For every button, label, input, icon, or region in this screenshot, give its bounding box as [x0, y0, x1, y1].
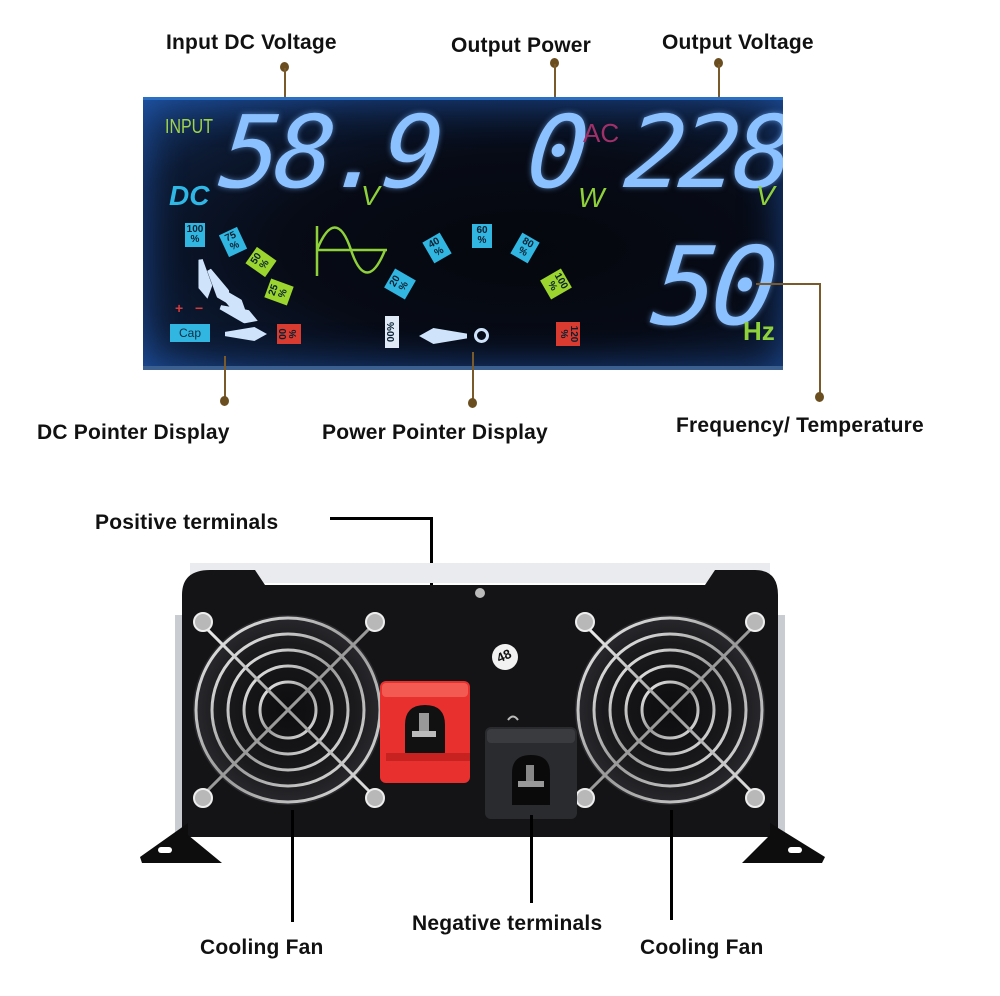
leader-line: [330, 517, 432, 520]
label-output-power: Output Power: [451, 34, 592, 57]
leader-line: [224, 356, 226, 398]
leader-dot: [280, 62, 289, 72]
dc-scale-25: 25%: [264, 278, 294, 306]
label-power-pointer-display: Power Pointer Display: [322, 421, 548, 444]
lcd-input-label: INPUT: [165, 116, 213, 138]
leader-line: [756, 283, 820, 285]
label-positive-terminals: Positive terminals: [95, 511, 279, 534]
lcd-ac-label: AC: [583, 118, 620, 148]
leader-dot: [550, 58, 559, 68]
leader-dot: [815, 392, 824, 402]
power-pointer-pivot: [474, 328, 489, 343]
label-output-voltage: Output Voltage: [662, 31, 814, 54]
leader-dot: [220, 396, 229, 406]
power-scale-100: 100%: [540, 268, 572, 300]
leader-line: [819, 283, 821, 393]
inverter-rear-panel: [140, 563, 825, 863]
label-frequency-temperature: Frequency/ Temperature: [676, 414, 924, 437]
sine-wave-icon: [315, 226, 387, 276]
label-cooling-fan-right: Cooling Fan: [640, 936, 764, 959]
input-voltage-readout: 58.9: [214, 97, 445, 211]
power-pointer-needle: [419, 328, 467, 344]
dc-scale-00: 00%: [277, 324, 301, 344]
positive-terminal: [380, 681, 470, 783]
leader-line: [554, 64, 556, 104]
label-input-dc-voltage: Input DC Voltage: [166, 31, 337, 54]
power-scale-120: 120%: [556, 322, 580, 346]
leader-line: [530, 815, 533, 903]
label-cooling-fan-left: Cooling Fan: [200, 936, 324, 959]
input-voltage-unit: V: [361, 180, 380, 211]
negative-terminal: [485, 715, 577, 819]
leader-line: [472, 352, 474, 400]
power-scale-60: 60%: [472, 224, 492, 248]
dc-scale-75: 75%: [218, 226, 248, 258]
cooling-fan-left: [193, 612, 385, 808]
lcd-dc-label: DC: [169, 180, 210, 211]
battery-label: Cap: [178, 326, 201, 340]
dc-scale-50: 50%: [245, 246, 277, 278]
label-dc-pointer-display: DC Pointer Display: [37, 421, 230, 444]
dc-pointer-needle: [225, 327, 267, 341]
leader-dot: [468, 398, 477, 408]
battery-icon: Cap: [170, 324, 210, 342]
dc-scale-100: 100%: [185, 223, 205, 247]
output-voltage-unit: V: [756, 180, 775, 211]
battery-minus-sign: −: [195, 300, 204, 316]
leader-line: [291, 810, 294, 922]
frequency-unit: Hz: [743, 316, 775, 346]
battery-plus-sign: +: [175, 300, 184, 316]
output-power-unit: W: [578, 182, 605, 213]
lcd-display: INPUT DC 58.9 V 0 AC W 228 V 50 Hz 100% …: [143, 97, 783, 370]
leader-line: [670, 810, 673, 920]
leader-line: [718, 64, 720, 104]
power-scale-40: 40%: [422, 232, 452, 264]
power-scale-00: 00%: [385, 316, 399, 348]
lcd-bottom-edge: [143, 366, 783, 370]
cooling-fan-right: [575, 612, 765, 808]
label-negative-terminals: Negative terminals: [412, 912, 603, 935]
leader-line: [284, 68, 286, 104]
leader-dot: [714, 58, 723, 68]
power-scale-80: 80%: [510, 232, 540, 264]
